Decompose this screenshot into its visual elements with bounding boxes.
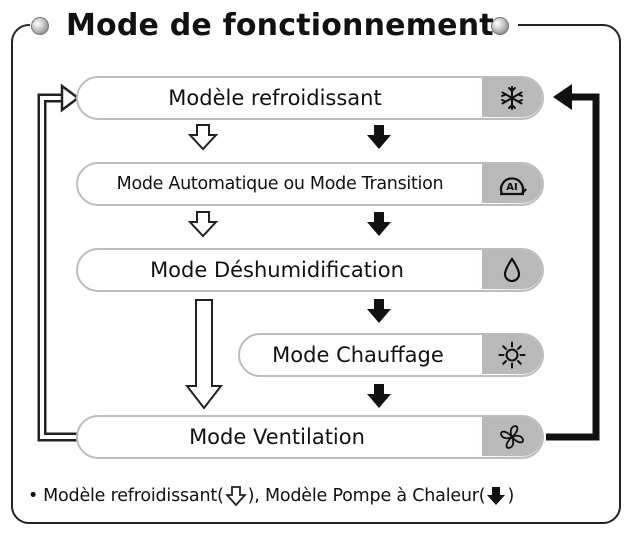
mode-ventilation: Mode Ventilation	[76, 415, 544, 459]
mode-dehumidification-label: Mode Déshumidification	[150, 258, 404, 282]
ai-icon-text: AI	[506, 182, 517, 193]
hollow-down-arrow-icon	[184, 299, 224, 410]
diagram-title: Mode de fonctionnement	[66, 8, 494, 43]
mode-auto-transition-label: Mode Automatique ou Mode Transition	[116, 174, 444, 194]
mode-auto-transition: Mode Automatique ou Mode Transition AI	[76, 162, 544, 206]
mode-dehumidification: Mode Déshumidification	[76, 248, 544, 292]
title-background	[30, 6, 518, 46]
ai-icon: AI	[482, 164, 542, 203]
legend-bullet: •	[28, 486, 39, 506]
cooling-return-arrow-inner	[40, 96, 80, 439]
heat-pump-return-arrow	[546, 93, 600, 441]
cooling-return-arrowhead	[60, 83, 81, 113]
legend-separator: ), Modèle Pompe à Chaleur(	[247, 486, 486, 506]
legend-cooling-label: Modèle refroidissant(	[43, 486, 224, 506]
water-drop-icon	[482, 250, 542, 289]
hollow-down-arrow-icon	[224, 485, 247, 507]
mode-cooling: Modèle refroidissant	[76, 76, 544, 120]
solid-down-arrow-icon	[367, 125, 391, 149]
legend: • Modèle refroidissant( ), Modèle Pompe …	[28, 481, 514, 511]
snowflake-icon	[482, 78, 542, 117]
heat-pump-return-arrowhead	[553, 84, 572, 110]
legend-closing: )	[507, 486, 515, 506]
solid-down-arrow-icon	[367, 299, 391, 323]
solid-down-arrow-icon	[367, 212, 391, 236]
mode-cooling-label: Modèle refroidissant	[168, 86, 382, 110]
fan-icon	[482, 417, 542, 456]
sun-icon	[482, 335, 542, 374]
mode-heating-label: Mode Chauffage	[272, 343, 444, 367]
title-right-bead	[491, 17, 509, 35]
hollow-down-arrow-icon	[187, 124, 219, 151]
hollow-down-arrow-icon	[187, 211, 219, 238]
title-left-bead	[31, 17, 49, 35]
mode-ventilation-label: Mode Ventilation	[189, 425, 365, 449]
solid-down-arrow-icon	[367, 384, 391, 408]
cooling-return-arrow	[37, 93, 80, 442]
solid-down-arrow-icon	[486, 485, 506, 507]
mode-heating: Mode Chauffage	[238, 333, 544, 377]
